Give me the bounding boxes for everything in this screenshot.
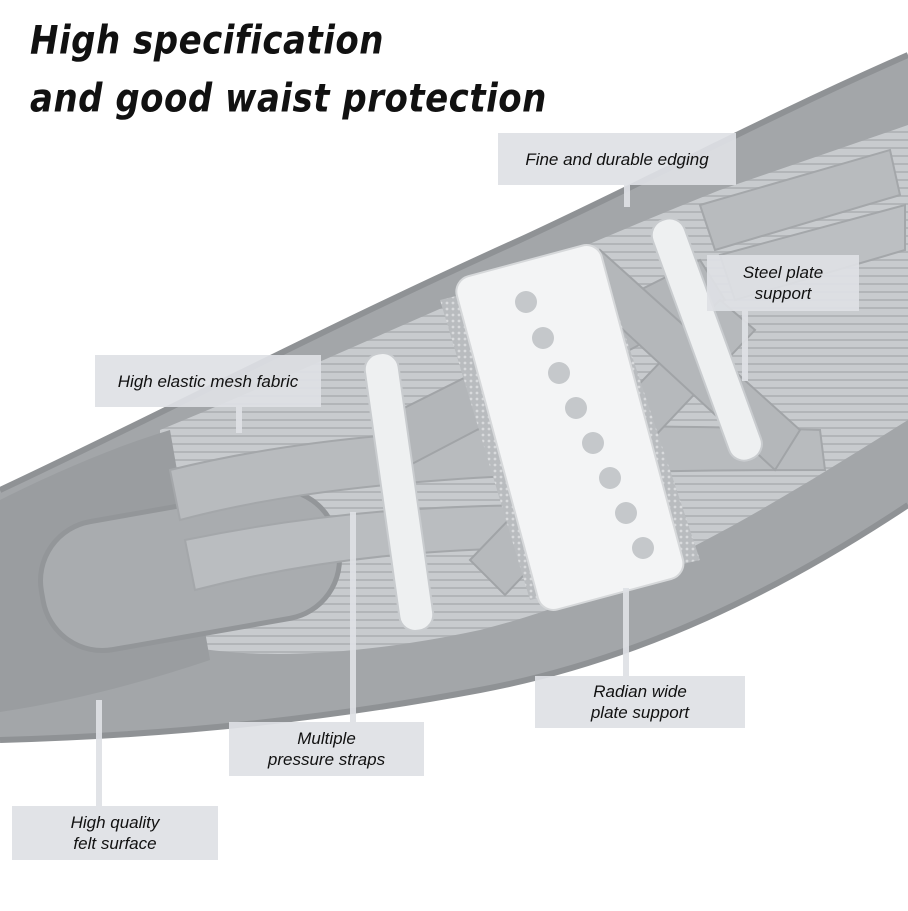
callout-edging: Fine and durable edging bbox=[498, 133, 736, 185]
callout-steel-plate-line-1: Steel plate bbox=[742, 263, 824, 282]
callout-edging-pointer bbox=[624, 185, 630, 207]
callout-straps-line-1: Multiple bbox=[297, 729, 356, 748]
callout-straps-pointer bbox=[350, 512, 356, 722]
callout-felt-surface-line-1: High quality bbox=[70, 813, 160, 832]
callout-wide-plate-pointer bbox=[623, 588, 629, 676]
callout-felt-surface-line-2: felt surface bbox=[73, 834, 157, 853]
belt-edging-bottom bbox=[0, 502, 908, 743]
steel-plate-right bbox=[650, 217, 763, 462]
callout-straps-line-2: pressure straps bbox=[267, 750, 386, 769]
callout-edging-text: Fine and durable edging bbox=[525, 149, 709, 169]
callout-wide-plate-line-1: Radian wide bbox=[593, 682, 687, 701]
wide-plate-holes bbox=[515, 291, 654, 559]
belt-edging bbox=[0, 52, 908, 493]
callout-steel-plate: Steel plate support bbox=[707, 255, 859, 311]
strap-right-upper bbox=[698, 148, 902, 252]
callout-straps: Multiple pressure straps bbox=[229, 722, 424, 776]
callout-steel-plate-pointer bbox=[742, 311, 748, 381]
callout-steel-plate-line-2: support bbox=[754, 284, 812, 303]
callout-wide-plate: Radian wide plate support bbox=[535, 676, 745, 728]
callout-felt-surface: High quality felt surface bbox=[12, 806, 218, 860]
callout-mesh-fabric: High elastic mesh fabric bbox=[95, 355, 321, 407]
callout-wide-plate-line-2: plate support bbox=[590, 703, 690, 722]
headline-line-2: and good waist protection bbox=[30, 76, 547, 122]
headline-line-1: High specification bbox=[30, 18, 384, 64]
callout-felt-surface-pointer bbox=[96, 700, 102, 806]
callout-mesh-fabric-pointer bbox=[236, 407, 242, 433]
callout-mesh-fabric-text: High elastic mesh fabric bbox=[117, 371, 299, 391]
steel-plate-left bbox=[363, 352, 435, 632]
